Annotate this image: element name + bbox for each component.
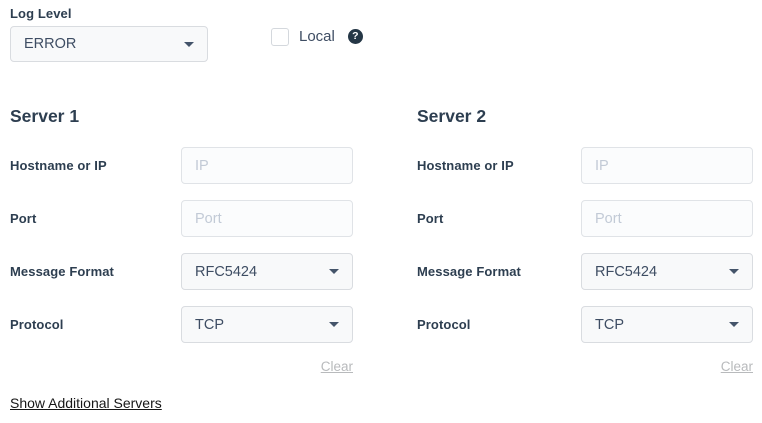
server-1-port-row: Port	[10, 200, 353, 237]
server-1-protocol-label: Protocol	[10, 317, 64, 332]
server-1-hostname-label: Hostname or IP	[10, 158, 107, 173]
local-checkbox-group: Local ?	[271, 27, 363, 46]
server-2-port-row: Port	[417, 200, 753, 237]
server-1-message-format-select[interactable]: RFC5424	[181, 253, 353, 290]
chevron-down-icon	[729, 269, 739, 274]
server-2-panel: Server 2 Hostname or IP Port Message For…	[417, 104, 753, 376]
server-1-port-input[interactable]	[181, 200, 353, 237]
chevron-down-icon	[329, 269, 339, 274]
server-2-port-label: Port	[417, 211, 444, 226]
server-2-protocol-label: Protocol	[417, 317, 471, 332]
server-2-protocol-value: TCP	[595, 316, 624, 333]
server-1-title: Server 1	[10, 106, 80, 126]
server-2-protocol-select[interactable]: TCP	[581, 306, 753, 343]
log-level-select[interactable]: ERROR	[10, 26, 208, 62]
server-1-clear-link[interactable]: Clear	[320, 359, 353, 374]
server-2-message-format-value: RFC5424	[595, 263, 658, 280]
server-2-hostname-row: Hostname or IP	[417, 147, 753, 184]
chevron-down-icon	[184, 41, 194, 47]
server-2-hostname-input[interactable]	[581, 147, 753, 184]
server-2-message-format-label: Message Format	[417, 264, 521, 279]
server-1-protocol-select[interactable]: TCP	[181, 306, 353, 343]
question-circle-icon[interactable]: ?	[347, 29, 363, 44]
server-1-panel: Server 1 Hostname or IP Port Message For…	[10, 104, 353, 376]
server-2-hostname-label: Hostname or IP	[417, 158, 514, 173]
server-1-hostname-input[interactable]	[181, 147, 353, 184]
log-level-label: Log Level	[10, 6, 72, 21]
show-additional-servers-link[interactable]: Show Additional Servers	[10, 395, 162, 411]
server-1-protocol-row: Protocol TCP	[10, 306, 353, 343]
server-1-clear-row: Clear	[10, 358, 353, 376]
server-1-message-format-label: Message Format	[10, 264, 114, 279]
server-2-title: Server 2	[417, 106, 487, 126]
server-1-message-format-value: RFC5424	[195, 263, 258, 280]
local-label: Local	[299, 28, 335, 45]
server-1-message-format-row: Message Format RFC5424	[10, 253, 353, 290]
server-2-message-format-select[interactable]: RFC5424	[581, 253, 753, 290]
server-2-clear-row: Clear	[417, 358, 753, 376]
chevron-down-icon	[729, 322, 739, 327]
server-2-protocol-row: Protocol TCP	[417, 306, 753, 343]
server-1-protocol-value: TCP	[195, 316, 224, 333]
server-2-clear-link[interactable]: Clear	[720, 359, 753, 374]
server-1-port-label: Port	[10, 211, 37, 226]
log-level-select-value: ERROR	[24, 36, 77, 52]
server-2-port-input[interactable]	[581, 200, 753, 237]
chevron-down-icon	[329, 322, 339, 327]
local-checkbox[interactable]	[271, 27, 289, 46]
server-2-message-format-row: Message Format RFC5424	[417, 253, 753, 290]
server-1-hostname-row: Hostname or IP	[10, 147, 353, 184]
